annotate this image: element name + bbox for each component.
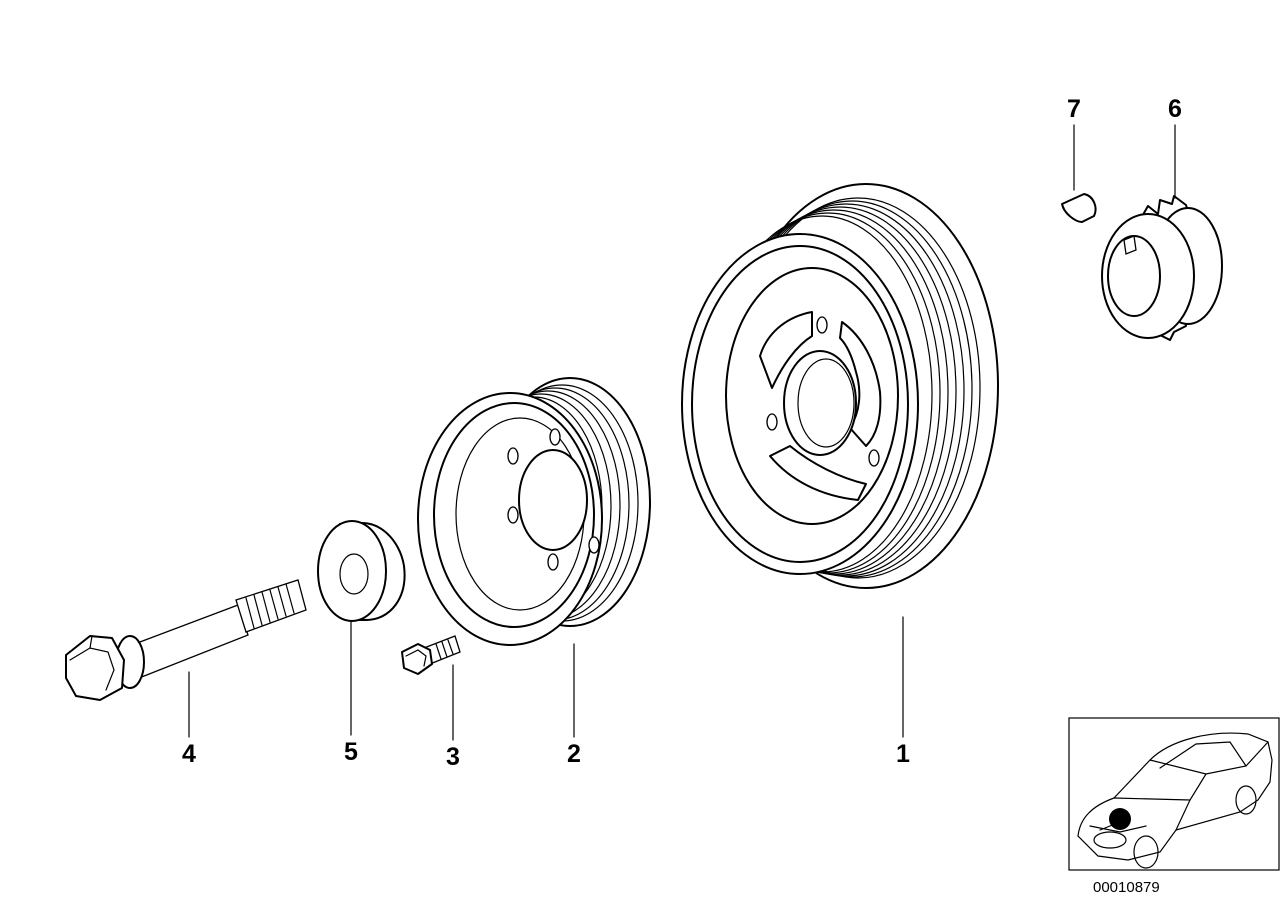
pulley-cutout-bottom	[769, 445, 867, 501]
leader-lines	[188, 124, 1176, 741]
woodruff-key-part[interactable]	[1061, 193, 1097, 223]
callout-4: 4	[182, 740, 196, 768]
callout-labels: 1 2 3 4 5 6 7	[182, 95, 1182, 771]
car-location-inset[interactable]: 00010879	[1068, 717, 1280, 896]
reference-number: 00010879	[1093, 879, 1160, 896]
long-bolt-part[interactable]	[65, 579, 307, 701]
location-marker-icon	[1109, 808, 1131, 830]
crankshaft-pulley-part[interactable]	[681, 183, 999, 589]
bolt-thread	[245, 583, 295, 629]
callout-5: 5	[344, 738, 358, 766]
sprocket-part[interactable]	[1101, 195, 1223, 341]
callout-3: 3	[446, 743, 460, 771]
washer-part[interactable]	[317, 520, 406, 622]
small-bolt-part[interactable]	[401, 635, 461, 675]
callout-2: 2	[567, 740, 581, 768]
hub-pulley-part[interactable]	[417, 377, 651, 646]
callout-6: 6	[1168, 95, 1182, 123]
pulley-cutout-top	[759, 311, 813, 389]
callout-1: 1	[896, 740, 910, 768]
pulley-cutout-right	[839, 321, 882, 447]
callout-7: 7	[1067, 95, 1081, 123]
car-icon	[1077, 732, 1273, 869]
